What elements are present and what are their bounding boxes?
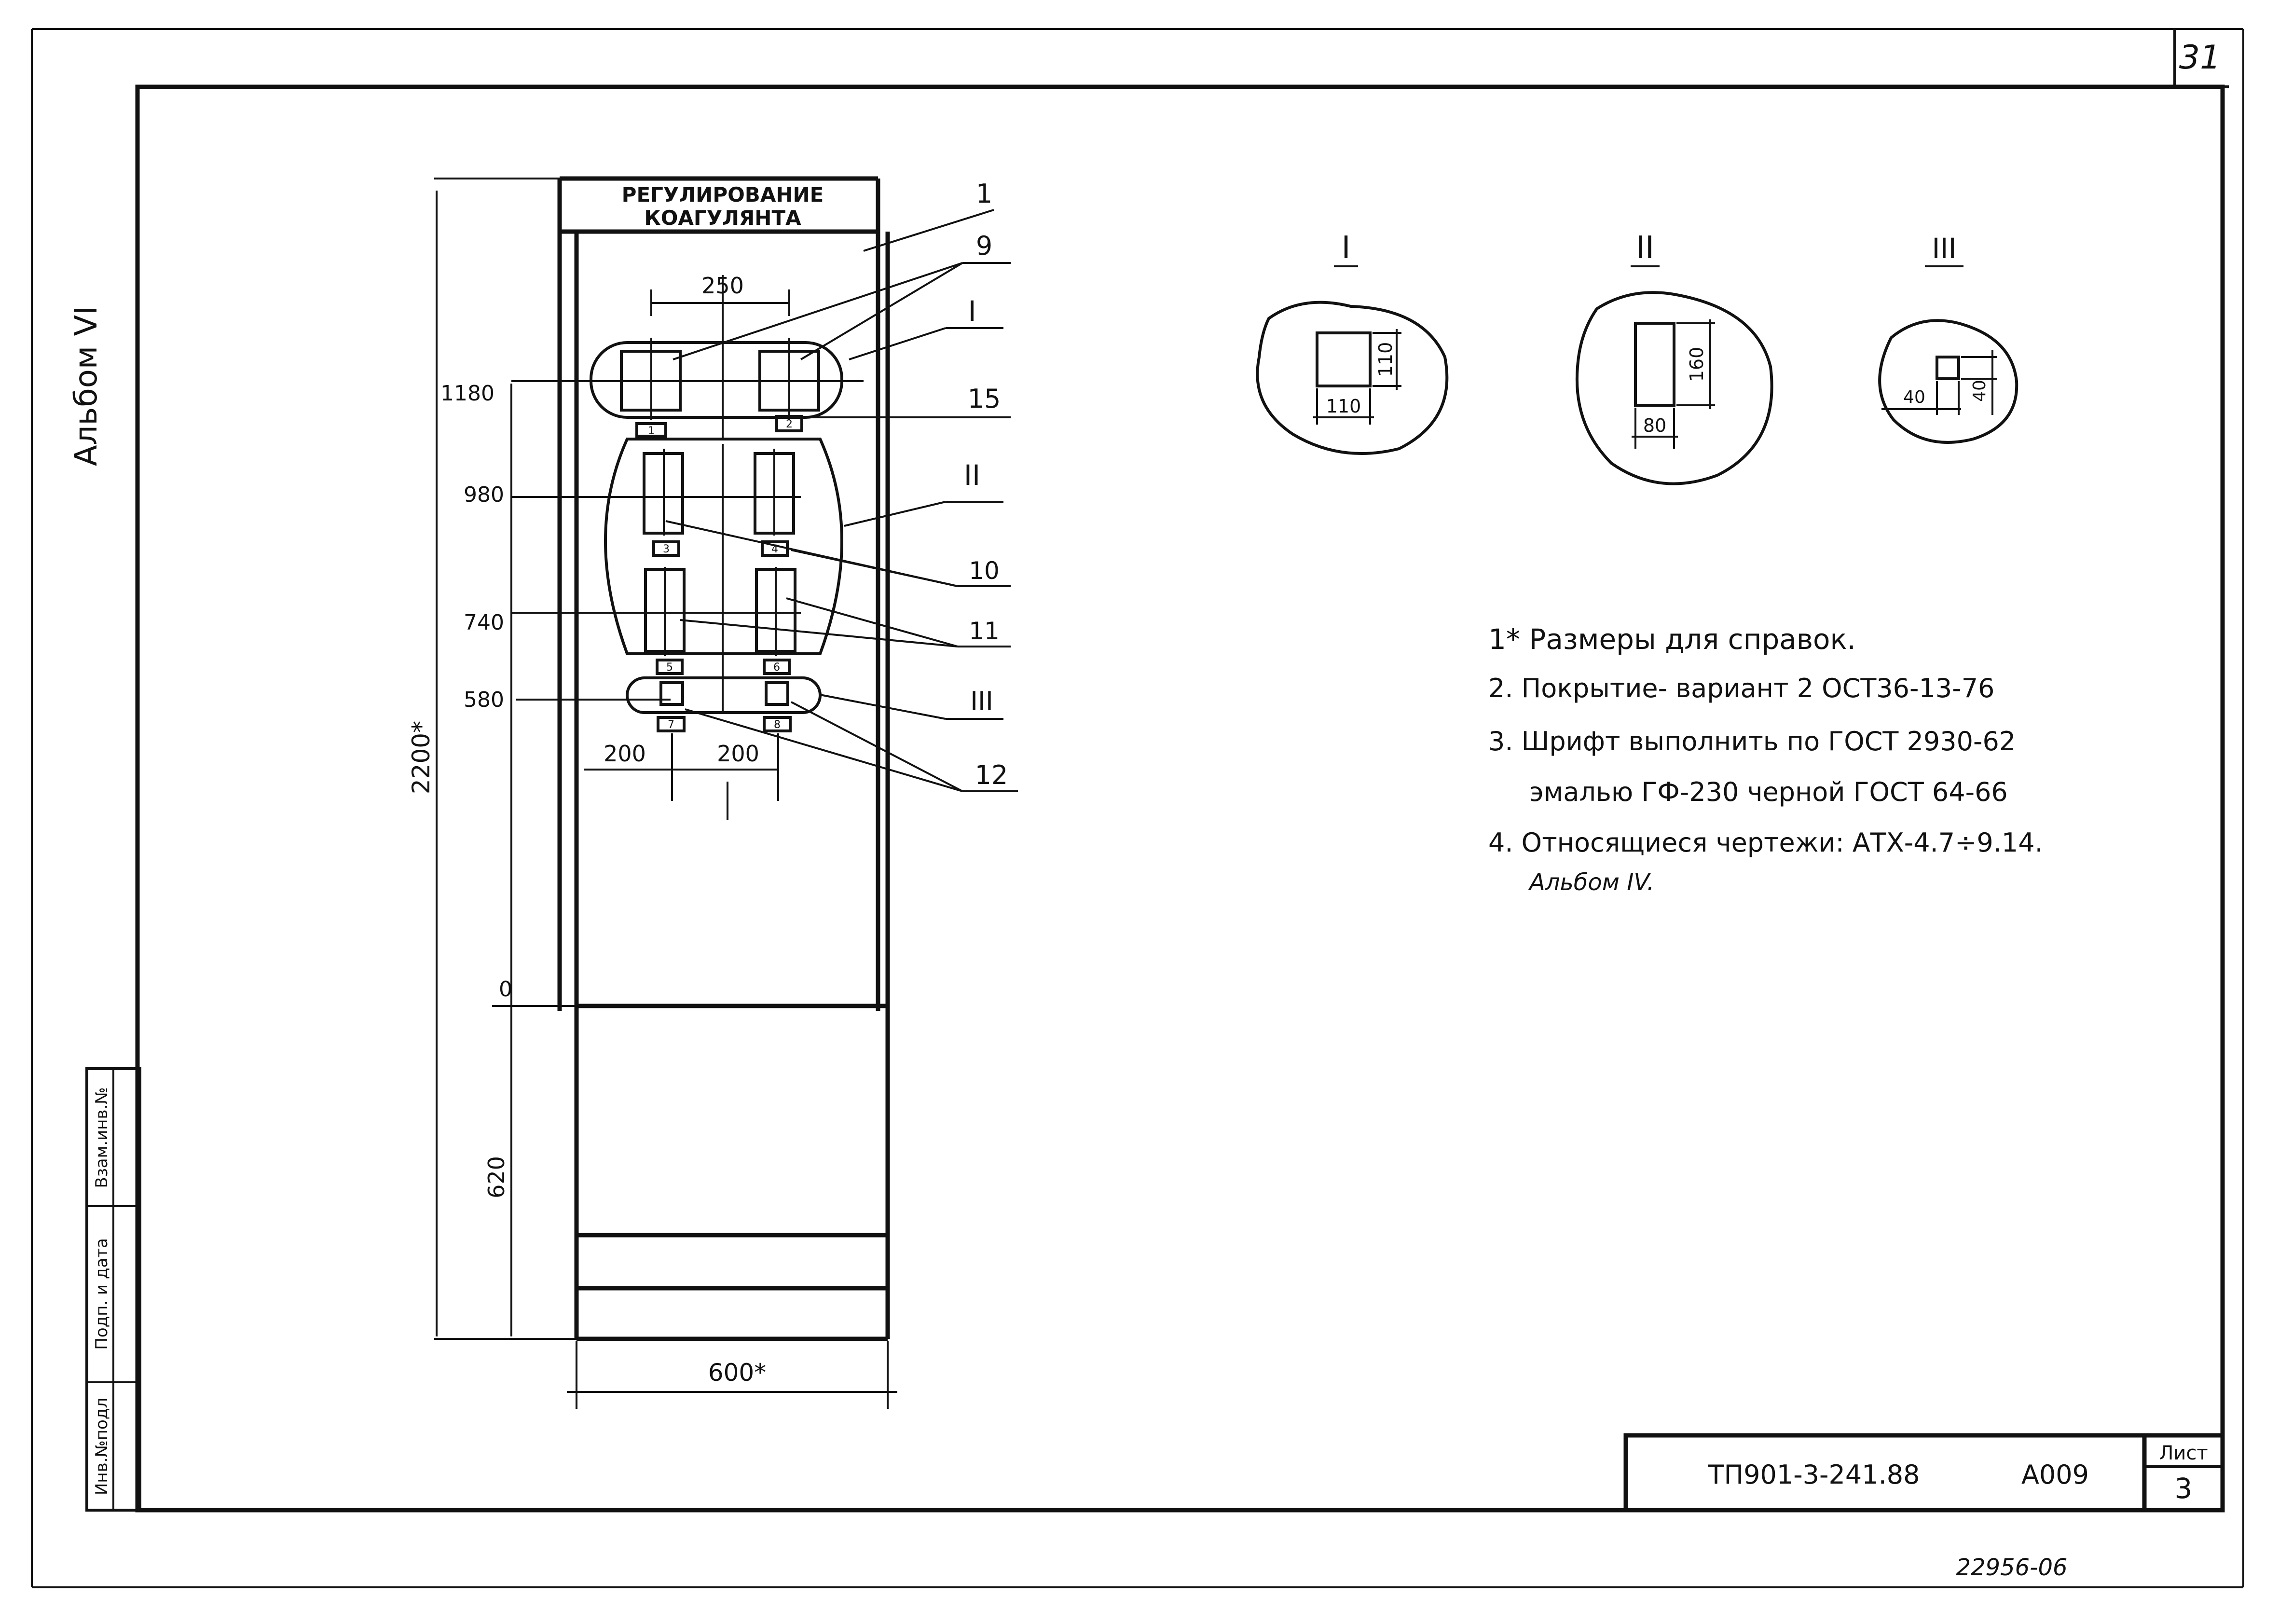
detail-I-title: I [1342,230,1351,266]
notes: 1* Размеры для справок. 2. Покрытие- вар… [1488,623,2043,896]
plate-label-7-text: 7 [668,719,674,731]
album-label: Альбом VI [69,306,104,466]
plate-label-5-text: 5 [666,661,673,674]
level-740: 740 [464,610,504,635]
plate-label-2-text: 2 [786,418,793,430]
level-0: 0 [499,977,512,1002]
detail-III-dim-a: 40 [1970,380,1990,402]
side-stamp: Взам.инв.№ Подп. и дата Инв.№подл [85,1067,141,1512]
level-580: 580 [464,688,504,712]
plate-label-5 [656,659,684,675]
plate-label-3 [652,540,680,557]
plate-label-6-text: 6 [773,661,780,674]
note-3-cont: эмалью ГФ-230 черной ГОСТ 64-66 [1529,777,2008,807]
detail-II-dim-a: 160 [1686,347,1707,382]
detail-II-title: II [1636,230,1654,266]
level-980: 980 [464,482,504,507]
callout-I: I [968,295,976,328]
stamp-podp-data: Подп. и дата [92,1238,111,1350]
detail-II-dim-b: 80 [1643,415,1666,436]
detail-III-title: III [1932,232,1956,265]
callout-12: 12 [975,760,1008,790]
page-number-box: 31 [2173,29,2229,88]
plate-label-8 [763,716,792,732]
dim-600: 600* [708,1359,766,1387]
callout-II: II [964,459,980,492]
sheet-border [31,28,2244,1588]
drawing-code: А009 [2021,1459,2089,1490]
dim-2200: 2200* [407,721,435,794]
note-1: 1* Размеры для справок. [1488,623,1856,656]
detail-I-dim-a: 110 [1375,342,1396,377]
callout-III: III [970,686,993,716]
panel-header-line1: РЕГУЛИРОВАНИЕ [622,183,824,206]
plate-label-3-text: 3 [663,543,670,555]
dim-250: 250 [701,273,744,299]
plate-group-II [604,438,843,655]
callout-11: 11 [969,617,1000,645]
document-code: ТП901-3-241.88 [1708,1459,1920,1490]
detail-I: I 110 110 [1256,230,1449,455]
callout-10: 10 [969,557,1000,585]
detail-II: II 80 160 [1575,230,1773,485]
stamp-inv-podl: Инв.№подл [92,1398,111,1495]
note-2: 2. Покрытие- вариант 2 ОСТ36-13-76 [1488,673,1994,703]
drawing-frame [135,84,2225,1513]
note-4: 4. Относящиеся чертежи: АТХ-4.7÷9.14. [1488,827,2043,858]
plate-label-1-text: 1 [648,425,655,437]
sheet-label: Лист [2159,1442,2208,1464]
detail-III: III 40 40 [1878,232,2018,444]
panel-header-line2: КОАГУЛЯНТА [644,206,801,230]
panel-drawing: РЕГУЛИРОВАНИЕ КОАГУЛЯНТА 1 2 3 4 5 [407,176,1018,1409]
title-block: ТП901-3-241.88 А009 Лист 3 [1623,1433,2225,1513]
plate-label-1 [635,422,667,438]
plate-label-7 [657,716,686,732]
plate-label-8-text: 8 [774,719,781,731]
sheet-number: 3 [2175,1472,2193,1505]
plate-group-I [590,341,843,419]
stamp-vzam-inv: Взам.инв.№ [92,1087,111,1188]
note-3: 3. Шрифт выполнить по ГОСТ 2930-62 [1488,726,2016,757]
device-8 [765,681,789,706]
level-1180: 1180 [440,381,494,406]
detail-III-dim-b: 40 [1903,387,1925,407]
bottom-code: 22956-06 [1956,1554,2067,1581]
dim-200-left: 200 [604,741,646,767]
plate-label-2 [775,415,803,432]
dim-620: 620 [483,1156,509,1198]
plate-label-6 [763,659,791,675]
callout-9: 9 [976,231,992,261]
page-number: 31 [2179,39,2221,77]
callout-15: 15 [968,384,1001,414]
callout-1: 1 [976,179,992,209]
detail-I-dim-b: 110 [1326,396,1361,417]
device-7 [659,681,684,706]
dim-200-right: 200 [717,741,759,767]
note-4-cont: Альбом IV. [1528,869,1654,896]
